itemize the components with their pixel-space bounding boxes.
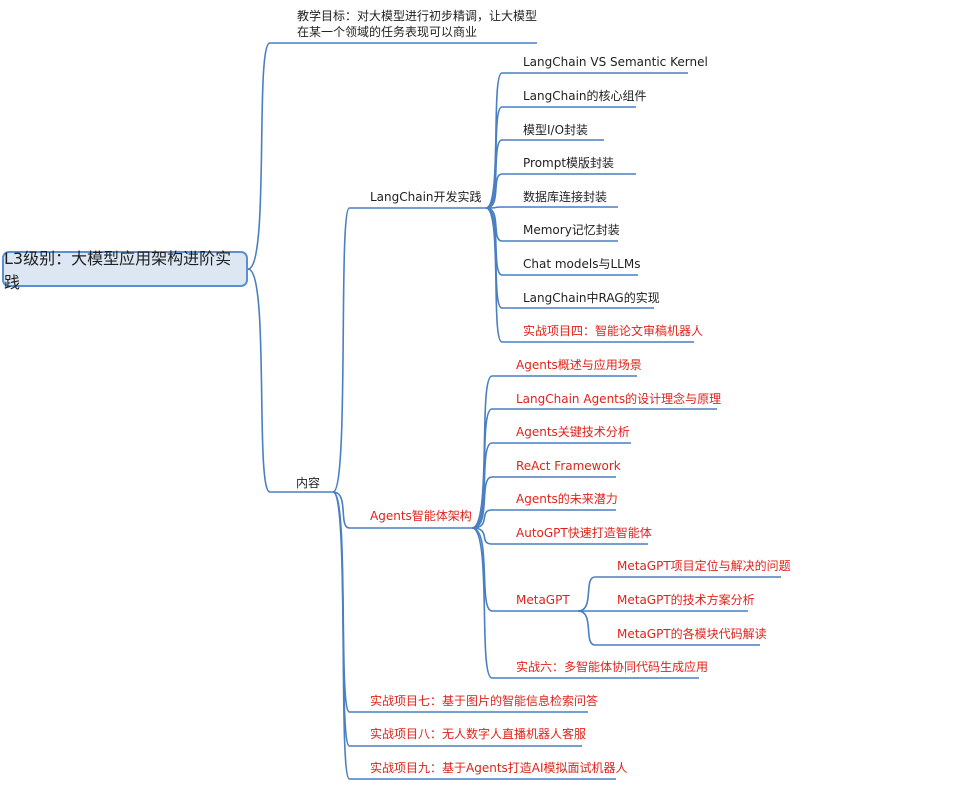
node-metagpt[interactable]: MetaGPT [516, 593, 570, 607]
node-langchain-practice[interactable]: LangChain开发实践 [370, 190, 482, 204]
root-label: L3级别：大模型应用架构进阶实践 [4, 249, 232, 292]
edge-content-project [332, 491, 366, 713]
node-langchain-item[interactable]: LangChain中RAG的实现 [523, 291, 660, 305]
node-metagpt-item[interactable]: MetaGPT的各模块代码解读 [617, 627, 767, 641]
edge-langchain-item [485, 139, 518, 209]
edge-agents-item [471, 476, 512, 529]
node-langchain-project[interactable]: 实战项目四：智能论文审稿机器人 [523, 324, 704, 338]
edge-agents-item [471, 527, 512, 612]
node-agents-item[interactable]: ReAct Framework [516, 459, 621, 473]
edge-content-project [332, 491, 366, 747]
node-langchain-item[interactable]: 数据库连接封装 [523, 190, 608, 204]
edge-agents-item [471, 442, 512, 529]
edge-agents-item [471, 527, 512, 545]
edge-content-agents [332, 491, 366, 529]
root-node[interactable]: L3级别：大模型应用架构进阶实践 [2, 249, 248, 292]
node-content[interactable]: 内容 [296, 476, 321, 490]
edge-agents-item [471, 375, 512, 529]
edge-agents-item [471, 408, 512, 529]
node-agents-item[interactable]: Agents的未来潜力 [516, 492, 618, 506]
node-langchain-item[interactable]: LangChain VS Semantic Kernel [523, 55, 708, 69]
edge-agents-item [471, 527, 512, 679]
edge-langchain-item [485, 173, 518, 209]
edge-root-content [247, 268, 292, 493]
edge-langchain-item [485, 206, 518, 209]
node-langchain-item[interactable]: Memory记忆封装 [523, 223, 620, 237]
node-agents-item[interactable]: AutoGPT快速打造智能体 [516, 526, 652, 540]
edge-metagpt-item [577, 610, 612, 646]
node-langchain-item[interactable]: 模型I/O封装 [523, 123, 589, 137]
node-teaching-goal[interactable]: 教学目标：对大模型进行初步精调，让大模型在某一个领域的任务表现可以商业 [297, 9, 538, 39]
node-project[interactable]: 实战项目七：基于图片的智能信息检索问答 [370, 694, 599, 708]
node-langchain-item[interactable]: Prompt模版封装 [523, 156, 615, 170]
node-metagpt-item[interactable]: MetaGPT项目定位与解决的问题 [617, 559, 791, 573]
node-metagpt-item[interactable]: MetaGPT的技术方案分析 [617, 593, 755, 607]
node-agents-project[interactable]: 实战六：多智能体协同代码生成应用 [516, 660, 709, 674]
edge-root-goal [247, 42, 292, 270]
edge-langchain-item [485, 106, 518, 209]
edge-content-langchain [332, 207, 366, 493]
edge-langchain-item [485, 207, 518, 343]
node-agents-item[interactable]: Agents关键技术分析 [516, 425, 630, 439]
node-agents-architecture[interactable]: Agents智能体架构 [370, 509, 472, 523]
edge-agents-item [471, 509, 512, 529]
edge-langchain-item [485, 207, 518, 309]
edge-metagpt-item [577, 576, 612, 612]
node-project[interactable]: 实战项目八：无人数字人直播机器人客服 [370, 727, 587, 741]
node-project[interactable]: 实战项目九：基于Agents打造AI模拟面试机器人 [370, 761, 628, 775]
edge-content-project [332, 491, 366, 780]
node-agents-item[interactable]: LangChain Agents的设计理念与原理 [516, 392, 722, 406]
node-langchain-item[interactable]: Chat models与LLMs [523, 257, 641, 271]
node-langchain-item[interactable]: LangChain的核心组件 [523, 89, 647, 103]
node-agents-item[interactable]: Agents概述与应用场景 [516, 358, 642, 372]
